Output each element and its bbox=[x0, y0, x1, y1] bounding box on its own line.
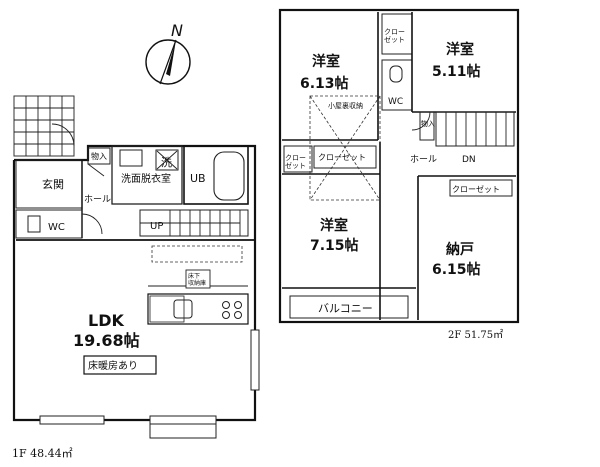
label-2f-closet-mid: クローゼット bbox=[318, 152, 366, 162]
label-2f-wc: WC bbox=[388, 97, 403, 107]
label-2f-south-room-name: 洋室 bbox=[320, 217, 348, 234]
label-1f-floor-heating: 床暖房あり bbox=[88, 359, 138, 372]
label-1f-storage: 物入 bbox=[91, 151, 107, 161]
label-2f-storeroom-name: 納戸 bbox=[446, 241, 474, 258]
porch-tiles bbox=[13, 95, 75, 157]
label-2f-hall: ホール bbox=[410, 154, 437, 165]
caption-1f: 1F 48.44㎡ bbox=[12, 447, 73, 460]
stair-2f bbox=[435, 111, 515, 147]
label-2f-storage: 物入 bbox=[421, 119, 435, 128]
label-2f-balcony: バルコニー bbox=[318, 302, 373, 315]
label-1f-entrance: 玄関 bbox=[42, 177, 64, 191]
label-1f-wc: WC bbox=[48, 222, 65, 233]
label-1f-ldk-size: 19.68帖 bbox=[73, 331, 140, 350]
label-1f-washroom: 洗面脱衣室 bbox=[121, 172, 171, 185]
label-2f-stair-dn: DN bbox=[462, 155, 476, 165]
compass-north-label: N bbox=[171, 21, 183, 40]
label-2f-closet-left: クローゼット bbox=[285, 154, 306, 170]
floor1-plan: 物入 玄関 洗 洗面脱衣室 UB ホール WC UP 床下収納庫 LDK 19.… bbox=[12, 95, 260, 460]
label-1f-hall: ホール bbox=[84, 194, 111, 205]
label-1f-wash: 洗 bbox=[161, 156, 172, 169]
label-1f-underfloor: 床下収納庫 bbox=[188, 272, 206, 287]
label-2f-west-room-size: 6.13帖 bbox=[300, 75, 349, 92]
label-2f-east-room-name: 洋室 bbox=[446, 41, 474, 58]
label-2f-west-room-name: 洋室 bbox=[312, 53, 340, 70]
floor2-plan: 洋室 6.13帖 洋室 5.11帖 小屋裏収納 クローゼット クローゼット クロ… bbox=[278, 8, 520, 341]
caption-2f: 2F 51.75㎡ bbox=[448, 329, 503, 341]
label-2f-storeroom-size: 6.15帖 bbox=[432, 261, 481, 278]
attic-area bbox=[309, 95, 381, 201]
label-2f-east-room-size: 5.11帖 bbox=[432, 63, 481, 80]
stair-1f bbox=[139, 209, 249, 237]
label-1f-ldk-name: LDK bbox=[88, 311, 124, 330]
label-2f-south-room-size: 7.15帖 bbox=[310, 237, 359, 254]
kitchen-counter bbox=[147, 285, 249, 325]
label-1f-bath: UB bbox=[190, 172, 206, 185]
label-2f-attic: 小屋裏収納 bbox=[328, 101, 363, 110]
label-2f-closet-right: クローゼット bbox=[452, 184, 500, 194]
label-2f-closet-top: クローゼット bbox=[384, 28, 405, 44]
compass-icon: N bbox=[145, 21, 191, 85]
label-1f-stair-up: UP bbox=[150, 221, 163, 232]
